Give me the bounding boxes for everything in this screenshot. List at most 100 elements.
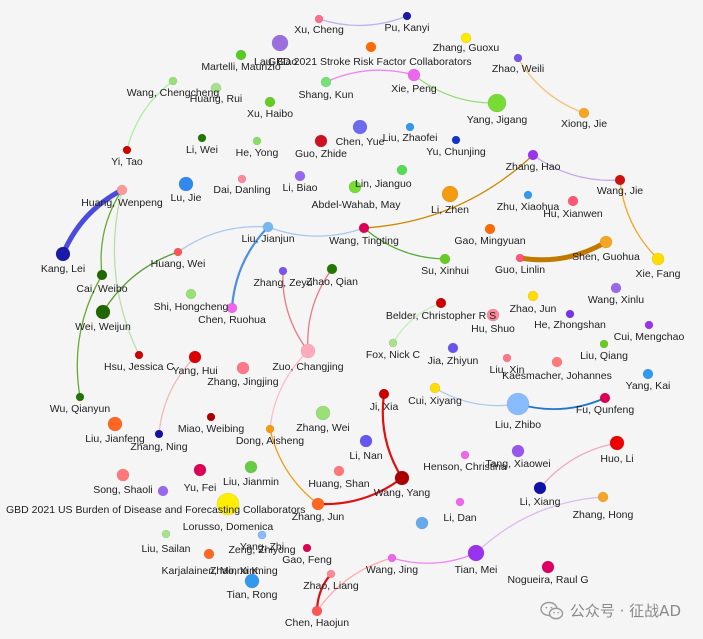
node-liu-qiang[interactable] [599,339,609,349]
node-miao-weibing[interactable] [206,412,216,422]
node-tian-rong[interactable] [244,573,260,589]
node-gbd-2021-us-burden-of-disease-and-forecasting-collaborators[interactable] [216,492,240,516]
node-wang-jie[interactable] [614,174,626,186]
node-zeng-zhiyong[interactable] [161,529,171,539]
node-liu-jianjun[interactable] [262,221,274,233]
node-hu-xianwen[interactable] [567,195,579,207]
node-li-biao[interactable] [294,170,306,182]
node-huo-li[interactable] [609,435,625,451]
node-zhang-jingjing[interactable] [236,361,250,375]
node-li-dan[interactable] [455,497,465,507]
node-wang-xinlu[interactable] [610,282,622,294]
node-cui-xiyang[interactable] [429,382,441,394]
node-li-zhen[interactable] [441,185,459,203]
node-wang-chengcheng[interactable] [168,76,178,86]
node-huang-wenpeng[interactable] [116,184,128,196]
node-yi-tao[interactable] [122,145,132,155]
node-zhang-hong[interactable] [597,491,609,503]
node-martelli-maurizio[interactable] [235,49,247,61]
node-wu-qianyun[interactable] [75,392,85,402]
node-wei-weijun[interactable] [95,304,111,320]
node-ji-xia[interactable] [378,388,390,400]
node-kaesmacher-johannes[interactable] [551,356,563,368]
node-gao-mingyuan[interactable] [484,223,496,235]
node-liu-sailan[interactable] [157,485,169,497]
node-gbd-2021-stroke-risk-factor-collaborators[interactable] [365,41,377,53]
node-yang-hui[interactable] [188,350,202,364]
node-guo-zhide[interactable] [314,134,328,148]
node-belder-christopher-r-s[interactable] [435,297,447,309]
node-xu-cheng[interactable] [314,14,324,24]
node-nogueira-raul-g[interactable] [541,560,555,574]
node-chen-yue[interactable] [352,119,368,135]
node-zhao-jun[interactable] [527,290,539,302]
node-zhang-wei[interactable] [315,405,331,421]
node-shi-hongcheng[interactable] [185,288,197,300]
node-xie-fang[interactable] [651,252,665,266]
node-cui-mengchao[interactable] [644,320,654,330]
node-yang-zhi[interactable] [257,530,267,540]
node-xu-haibo[interactable] [264,96,276,108]
node-chen-ruohua[interactable] [226,302,238,314]
node-zhang-zeyu[interactable] [278,266,288,276]
node-huang-rui[interactable] [210,82,222,94]
node-zhang-ning[interactable] [154,429,164,439]
node-hu-shuo[interactable] [486,308,500,322]
node-karjalainen-minna-k[interactable] [415,516,429,530]
node-zhao-xinming[interactable] [203,548,215,560]
node-lu-jie[interactable] [178,176,194,192]
node-shang-kun[interactable] [320,76,332,88]
node-hsu-jessica-c[interactable] [134,350,144,360]
node-gao-feng[interactable] [302,543,312,553]
node-wang-jing[interactable] [387,553,397,563]
node-liu-jianfeng[interactable] [107,416,123,432]
node-su-xinhui[interactable] [439,253,451,265]
node-liu-jianmin[interactable] [244,460,258,474]
node-yu-fei[interactable] [193,463,207,477]
node-lau-gao[interactable] [271,34,289,52]
node-zhang-guoxu[interactable] [460,32,472,44]
node-zhu-xiaohua[interactable] [523,190,533,200]
node-tian-mei[interactable] [467,544,485,562]
node-xiong-jie[interactable] [578,107,590,119]
node-fu-qunfeng[interactable] [599,392,611,404]
node-lin-jianguo[interactable] [348,180,362,194]
node-guo-linlin[interactable] [515,253,525,263]
node-xie-peng[interactable] [407,68,421,82]
node-pu-kanyi[interactable] [402,11,412,21]
node-jia-zhiyun[interactable] [447,342,459,354]
node-zhao-weili[interactable] [513,53,523,63]
node-huang-wei[interactable] [173,247,183,257]
node-zuo-changjing[interactable] [300,343,316,359]
node-dai-danling[interactable] [237,174,247,184]
node-yang-kai[interactable] [642,368,654,380]
node-song-shaoli[interactable] [116,468,130,482]
node-liu-xin[interactable] [502,353,512,363]
node-zhang-jun[interactable] [311,497,325,511]
node-liu-zhibo[interactable] [506,392,530,416]
node-yang-jigang[interactable] [487,93,507,113]
node-zhao-liang[interactable] [326,569,336,579]
node-he-zhongshan[interactable] [565,309,575,319]
node-li-xiang[interactable] [533,481,547,495]
node-yu-chunjing[interactable] [451,135,461,145]
link-xie-peng-yang-jigang [413,74,498,104]
node-huang-shan[interactable] [333,465,345,477]
node-liu-zhaofei[interactable] [405,122,415,132]
node-fox-nick-c[interactable] [388,338,398,348]
node-he-yong[interactable] [252,136,262,146]
node-li-wei[interactable] [197,133,207,143]
node-kang-lei[interactable] [55,246,71,262]
node-wang-yang[interactable] [394,470,410,486]
node-chen-haojun[interactable] [311,605,323,617]
node-abdel-wahab-may[interactable] [396,164,408,176]
node-henson-christina[interactable] [460,450,470,460]
node-shen-guohua[interactable] [599,235,613,249]
node-li-nan[interactable] [359,434,373,448]
node-cai-weibo[interactable] [96,269,108,281]
node-zhao-qian[interactable] [326,263,338,275]
node-zhang-hao[interactable] [527,149,539,161]
node-dong-aisheng[interactable] [265,424,275,434]
node-wang-tingting[interactable] [358,222,370,234]
node-tang-xiaowei[interactable] [511,444,525,458]
